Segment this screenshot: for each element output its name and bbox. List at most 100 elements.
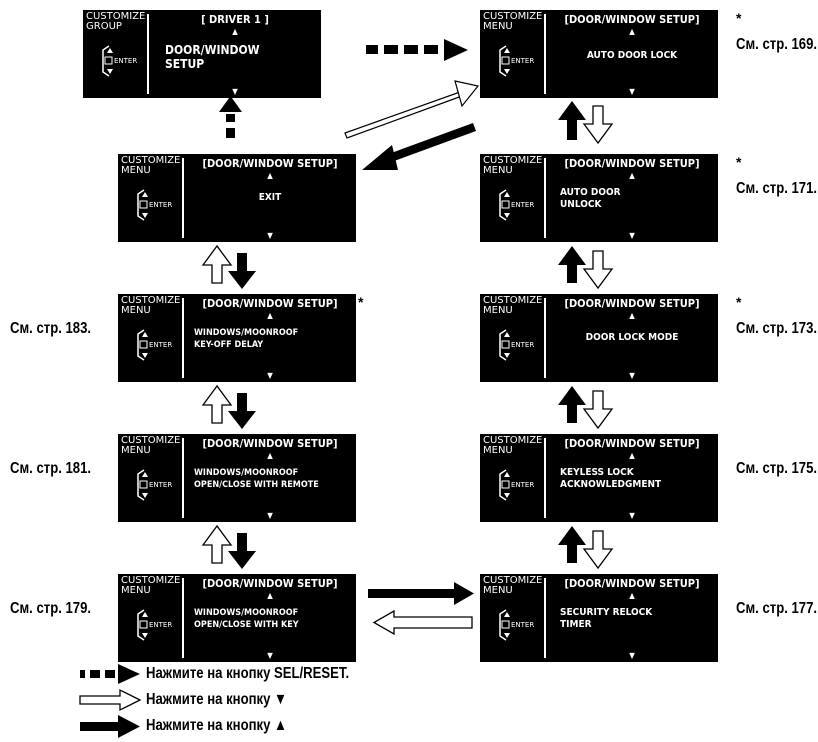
left-pair-2 <box>201 384 256 429</box>
screen-label: CUSTOMIZE GROUP <box>86 11 146 32</box>
control-dial-icon: ENTER <box>499 609 534 641</box>
screen-body: SECURITY RELOCK TIMER <box>560 607 653 630</box>
screen-header: [DOOR/WINDOW SETUP] <box>564 157 700 170</box>
asterisk-key-off: * <box>358 294 364 310</box>
control-dial-icon: ENTER <box>137 189 172 221</box>
legend-sel-reset-icon <box>80 664 140 684</box>
svg-text:ENTER: ENTER <box>511 341 534 349</box>
screen-exit: CUSTOMIZE MENU ENTER [DOOR/WINDOW SETUP]… <box>118 154 356 242</box>
screen-header: [ DRIVER 1 ] <box>201 13 269 26</box>
screen-key-off-delay: CUSTOMIZE MENU ENTER [DOOR/WINDOW SETUP]… <box>118 294 356 382</box>
up-indicator: ▲ <box>629 311 635 320</box>
screen-body: WINDOWS/MOONROOF OPEN/CLOSE WITH REMOTE <box>194 468 319 490</box>
down-indicator: ▼ <box>267 371 273 380</box>
down-indicator: ▼ <box>629 87 635 96</box>
down-button-arrow-relock-to-withkey <box>372 609 473 636</box>
control-dial-icon: ENTER <box>137 469 172 501</box>
down-indicator: ▼ <box>267 511 273 520</box>
svg-text:ENTER: ENTER <box>149 621 172 629</box>
legend-down-icon <box>79 688 142 712</box>
svg-text:ENTER: ENTER <box>511 481 534 489</box>
screen-label: CUSTOMIZE MENU <box>121 155 181 176</box>
screen-header: [DOOR/WINDOW SETUP] <box>202 577 338 590</box>
screen-auto-door-lock: CUSTOMIZE MENU ENTER [DOOR/WINDOW SETUP]… <box>480 10 718 98</box>
down-indicator: ▼ <box>629 651 635 660</box>
legend-down-text: Нажмите на кнопку ▼ <box>146 691 288 708</box>
screen-keyless: CUSTOMIZE MENU ENTER [DOOR/WINDOW SETUP]… <box>480 434 718 522</box>
ref-remote: См. стр. 181. <box>10 460 92 477</box>
ref-lock-mode: См. стр. 173. <box>736 320 818 337</box>
down-indicator: ▼ <box>629 231 635 240</box>
screen-label: CUSTOMIZE MENU <box>121 435 181 456</box>
screen-door-lock-mode: CUSTOMIZE MENU ENTER [DOOR/WINDOW SETUP]… <box>480 294 718 382</box>
asterisk-lock-mode: * <box>736 294 742 310</box>
screen-header: [DOOR/WINDOW SETUP] <box>564 13 700 26</box>
ref-key-off: См. стр. 183. <box>10 320 92 337</box>
up-indicator: ▲ <box>267 171 273 180</box>
up-indicator: ▲ <box>267 311 273 320</box>
control-dial-icon: ENTER <box>137 609 172 641</box>
legend-up-text: Нажмите на кнопку ▲ <box>146 717 288 734</box>
down-button-arrow-exit-to-autolock <box>344 80 480 139</box>
control-dial-icon: ENTER <box>499 45 534 77</box>
screen-security-relock: CUSTOMIZE MENU ENTER [DOOR/WINDOW SETUP]… <box>480 574 718 662</box>
screen-body: DOOR LOCK MODE <box>585 332 679 343</box>
up-indicator: ▲ <box>629 591 635 600</box>
screen-body: AUTO DOOR LOCK <box>586 50 678 61</box>
svg-text:ENTER: ENTER <box>511 201 534 209</box>
control-dial-icon: ENTER <box>499 329 534 361</box>
down-indicator: ▼ <box>629 511 635 520</box>
screen-body: KEYLESS LOCK ACKNOWLEDGMENT <box>560 467 662 490</box>
down-indicator: ▼ <box>629 371 635 380</box>
sel-reset-up-arrow <box>219 96 242 138</box>
control-dial-icon: ENTER <box>137 329 172 361</box>
screen-body: WINDOWS/MOONROOF KEY-OFF DELAY <box>194 328 299 350</box>
screen-label: CUSTOMIZE MENU <box>483 435 543 456</box>
asterisk-auto-unlock: * <box>736 154 742 170</box>
screen-driver-1: CUSTOMIZE GROUP ENTER [ DRIVER 1 ] ▲ DOO… <box>83 10 321 98</box>
up-indicator: ▲ <box>629 451 635 460</box>
up-indicator: ▲ <box>232 27 238 36</box>
up-button-arrow-withkey-to-relock <box>368 582 474 605</box>
screen-header: [DOOR/WINDOW SETUP] <box>564 437 700 450</box>
screen-label: CUSTOMIZE MENU <box>483 11 543 32</box>
svg-text:ENTER: ENTER <box>149 341 172 349</box>
up-indicator: ▲ <box>629 171 635 180</box>
screen-label: CUSTOMIZE MENU <box>121 575 181 596</box>
control-dial-icon: ENTER <box>102 45 137 77</box>
sel-reset-arrow <box>366 39 468 61</box>
up-indicator: ▲ <box>267 591 273 600</box>
left-pair-3 <box>201 524 256 569</box>
screen-body: AUTO DOOR UNLOCK <box>560 187 621 210</box>
screen-label: CUSTOMIZE MENU <box>483 575 543 596</box>
svg-text:ENTER: ENTER <box>511 57 534 65</box>
up-indicator: ▲ <box>629 27 635 36</box>
down-indicator: ▼ <box>232 87 238 96</box>
screen-label: CUSTOMIZE MENU <box>483 155 543 176</box>
screen-with-key: CUSTOMIZE MENU ENTER [DOOR/WINDOW SETUP]… <box>118 574 356 662</box>
ref-relock: См. стр. 177. <box>736 600 818 617</box>
ref-with-key: См. стр. 179. <box>10 600 92 617</box>
ref-auto-lock: См. стр. 169. <box>736 36 818 53</box>
up-button-arrow-autolock-to-exit <box>362 123 476 170</box>
svg-text:ENTER: ENTER <box>149 481 172 489</box>
ref-auto-unlock: См. стр. 171. <box>736 180 818 197</box>
legend-up-icon <box>80 715 140 738</box>
asterisk-auto-lock: * <box>736 10 742 26</box>
control-dial-icon: ENTER <box>499 189 534 221</box>
down-indicator: ▼ <box>267 651 273 660</box>
screen-remote: CUSTOMIZE MENU ENTER [DOOR/WINDOW SETUP]… <box>118 434 356 522</box>
screen-header: [DOOR/WINDOW SETUP] <box>564 577 700 590</box>
up-indicator: ▲ <box>267 451 273 460</box>
screen-body: DOOR/WINDOW SETUP <box>165 43 260 71</box>
ref-keyless: См. стр. 175. <box>736 460 818 477</box>
screen-header: [DOOR/WINDOW SETUP] <box>202 437 338 450</box>
screen-body: WINDOWS/MOONROOF OPEN/CLOSE WITH KEY <box>194 608 299 630</box>
screen-header: [DOOR/WINDOW SETUP] <box>564 297 700 310</box>
svg-text:ENTER: ENTER <box>149 201 172 209</box>
svg-text:ENTER: ENTER <box>114 57 137 65</box>
screen-body: EXIT <box>258 192 282 203</box>
screen-label: CUSTOMIZE MENU <box>121 295 181 316</box>
screen-auto-door-unlock: CUSTOMIZE MENU ENTER [DOOR/WINDOW SETUP]… <box>480 154 718 242</box>
